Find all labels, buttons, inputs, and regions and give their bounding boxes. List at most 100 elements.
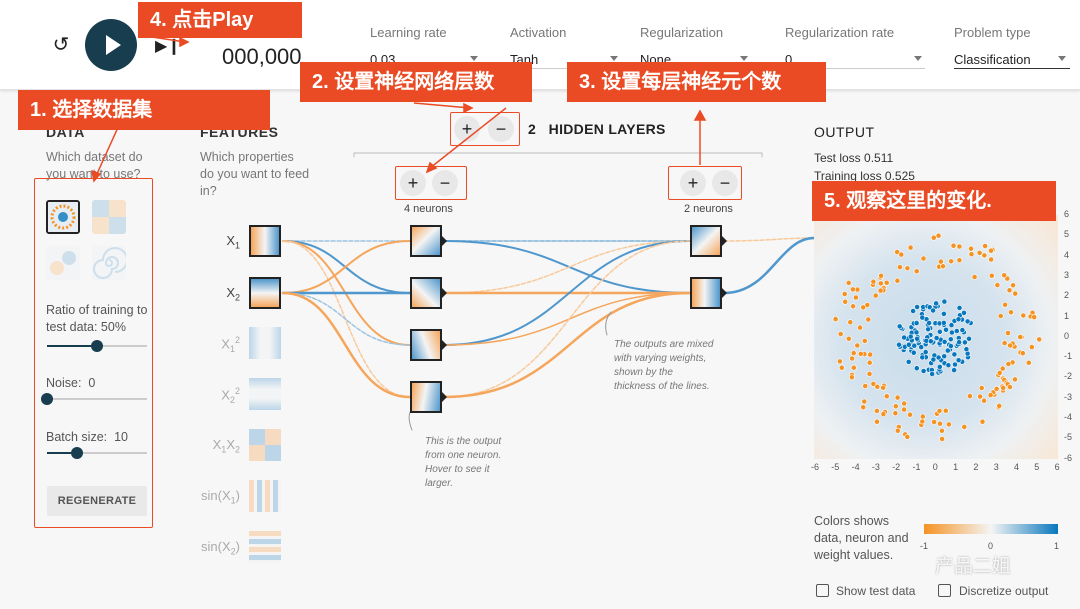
add-neuron-layer1-button[interactable]: + bbox=[400, 170, 426, 196]
ratio-slider-knob[interactable] bbox=[91, 340, 103, 352]
data-point-orange bbox=[1017, 334, 1024, 340]
data-point-blue bbox=[913, 365, 920, 372]
data-point-orange bbox=[849, 355, 855, 362]
noise-slider-track[interactable] bbox=[47, 398, 147, 400]
data-point-orange bbox=[935, 232, 942, 239]
data-point-orange bbox=[913, 268, 920, 275]
feature-sin-x2[interactable] bbox=[249, 531, 281, 563]
neuron-l1-1[interactable] bbox=[410, 225, 442, 257]
dataset-spiral[interactable] bbox=[92, 246, 126, 280]
regenerate-button[interactable]: REGENERATE bbox=[47, 486, 147, 516]
data-point-orange bbox=[841, 291, 848, 297]
data-point-blue bbox=[930, 356, 937, 363]
batch-size-label-text: Batch size: bbox=[46, 430, 108, 444]
noise-label-text: Noise: bbox=[46, 376, 82, 390]
x-tick-label: 5 bbox=[1034, 462, 1040, 472]
data-point-orange bbox=[981, 397, 987, 404]
data-point-orange bbox=[1007, 342, 1013, 349]
data-point-orange bbox=[850, 286, 856, 293]
neuron-l2-2[interactable] bbox=[690, 277, 722, 309]
data-point-orange bbox=[997, 313, 1004, 319]
feature-x1-label: X1 bbox=[226, 233, 240, 251]
feature-x2[interactable] bbox=[249, 277, 281, 309]
dataset-gaussian[interactable] bbox=[46, 246, 80, 280]
step-forward-icon[interactable]: ▶❙ bbox=[155, 38, 181, 55]
play-button[interactable] bbox=[85, 19, 137, 71]
chevron-down-icon[interactable] bbox=[470, 56, 478, 61]
reset-icon[interactable]: ↺ bbox=[52, 34, 70, 56]
data-point-orange bbox=[966, 393, 973, 399]
problem-type-select[interactable]: Classification bbox=[954, 52, 1031, 67]
data-point-orange bbox=[838, 364, 845, 371]
data-point-blue bbox=[935, 354, 942, 361]
feature-sin-x1[interactable] bbox=[249, 480, 281, 512]
feature-x1x2[interactable] bbox=[249, 429, 281, 461]
batch-slider-track[interactable] bbox=[47, 452, 147, 454]
layer2-highlight-frame bbox=[668, 166, 742, 200]
y-tick-label: 4 bbox=[1064, 249, 1070, 260]
x-tick-label: 0 bbox=[932, 462, 938, 472]
discretize-output-checkbox[interactable] bbox=[938, 584, 951, 597]
feature-x1-squared[interactable] bbox=[249, 327, 281, 359]
chevron-down-icon[interactable] bbox=[610, 56, 618, 61]
batch-slider-knob[interactable] bbox=[71, 447, 83, 459]
data-point-orange bbox=[930, 234, 937, 241]
feature-x2-squared-label: X22 bbox=[221, 386, 240, 405]
feature-sin-x2-label: sin(X2) bbox=[201, 539, 240, 557]
dataset-circle[interactable] bbox=[46, 200, 80, 234]
data-point-orange bbox=[894, 394, 901, 401]
feature-x1[interactable] bbox=[249, 225, 281, 257]
data-point-blue bbox=[910, 308, 916, 314]
data-point-blue bbox=[961, 339, 968, 346]
data-point-blue bbox=[952, 361, 958, 368]
chevron-down-icon[interactable] bbox=[1058, 56, 1066, 61]
chevron-down-icon[interactable] bbox=[740, 56, 748, 61]
data-point-orange bbox=[1002, 301, 1008, 308]
neuron-note: This is the output from one neuron. Hove… bbox=[425, 435, 515, 491]
colors-note: Colors shows data, neuron and weight val… bbox=[814, 514, 909, 562]
regularization-rate-select[interactable]: 0 bbox=[785, 52, 793, 67]
neuron-l1-2[interactable] bbox=[410, 277, 442, 309]
data-point-orange bbox=[919, 418, 926, 425]
data-point-orange bbox=[1006, 384, 1013, 390]
batch-size-value: 10 bbox=[114, 430, 128, 444]
data-point-orange bbox=[948, 258, 954, 265]
noise-label: Noise: 0 bbox=[46, 375, 95, 392]
data-point-orange bbox=[865, 316, 872, 323]
add-neuron-layer2-button[interactable]: + bbox=[680, 170, 706, 196]
data-point-blue bbox=[955, 316, 962, 323]
feature-x2-squared[interactable] bbox=[249, 378, 281, 410]
neuron-l1-4[interactable] bbox=[410, 381, 442, 413]
y-tick-label: -6 bbox=[1064, 452, 1073, 463]
data-point-orange bbox=[931, 419, 937, 425]
data-point-blue bbox=[940, 311, 947, 317]
add-layer-button[interactable]: + bbox=[454, 116, 480, 142]
data-point-orange bbox=[968, 251, 975, 258]
dataset-xor[interactable] bbox=[92, 200, 126, 234]
show-test-data-label: Show test data bbox=[836, 584, 916, 598]
x-tick-label: -6 bbox=[811, 462, 820, 472]
data-point-blue bbox=[941, 298, 948, 305]
data-point-orange bbox=[901, 400, 908, 407]
remove-neuron-layer2-button[interactable]: − bbox=[712, 170, 738, 196]
neuron-l2-1[interactable] bbox=[690, 225, 722, 257]
regularization-rate-label: Regularization rate bbox=[785, 25, 895, 40]
remove-neuron-layer1-button[interactable]: − bbox=[432, 170, 458, 196]
data-point-orange bbox=[892, 410, 899, 417]
data-point-blue bbox=[941, 339, 948, 345]
output-heatmap[interactable] bbox=[814, 215, 1058, 459]
neuron-tab bbox=[442, 236, 447, 246]
show-test-data-checkbox[interactable] bbox=[816, 584, 829, 597]
data-point-blue bbox=[933, 300, 939, 307]
hidden-layers-label: HIDDEN LAYERS bbox=[548, 121, 666, 137]
chevron-down-icon[interactable] bbox=[914, 56, 922, 61]
remove-layer-button[interactable]: − bbox=[488, 116, 514, 142]
batch-slider-fill bbox=[47, 452, 77, 454]
feature-x1-heatmap bbox=[251, 227, 279, 255]
neuron-l1-3[interactable] bbox=[410, 329, 442, 361]
data-point-orange bbox=[842, 298, 849, 305]
data-point-orange bbox=[987, 392, 994, 398]
data-point-orange bbox=[894, 277, 901, 284]
data-point-orange bbox=[950, 242, 957, 249]
noise-slider-knob[interactable] bbox=[41, 393, 53, 405]
